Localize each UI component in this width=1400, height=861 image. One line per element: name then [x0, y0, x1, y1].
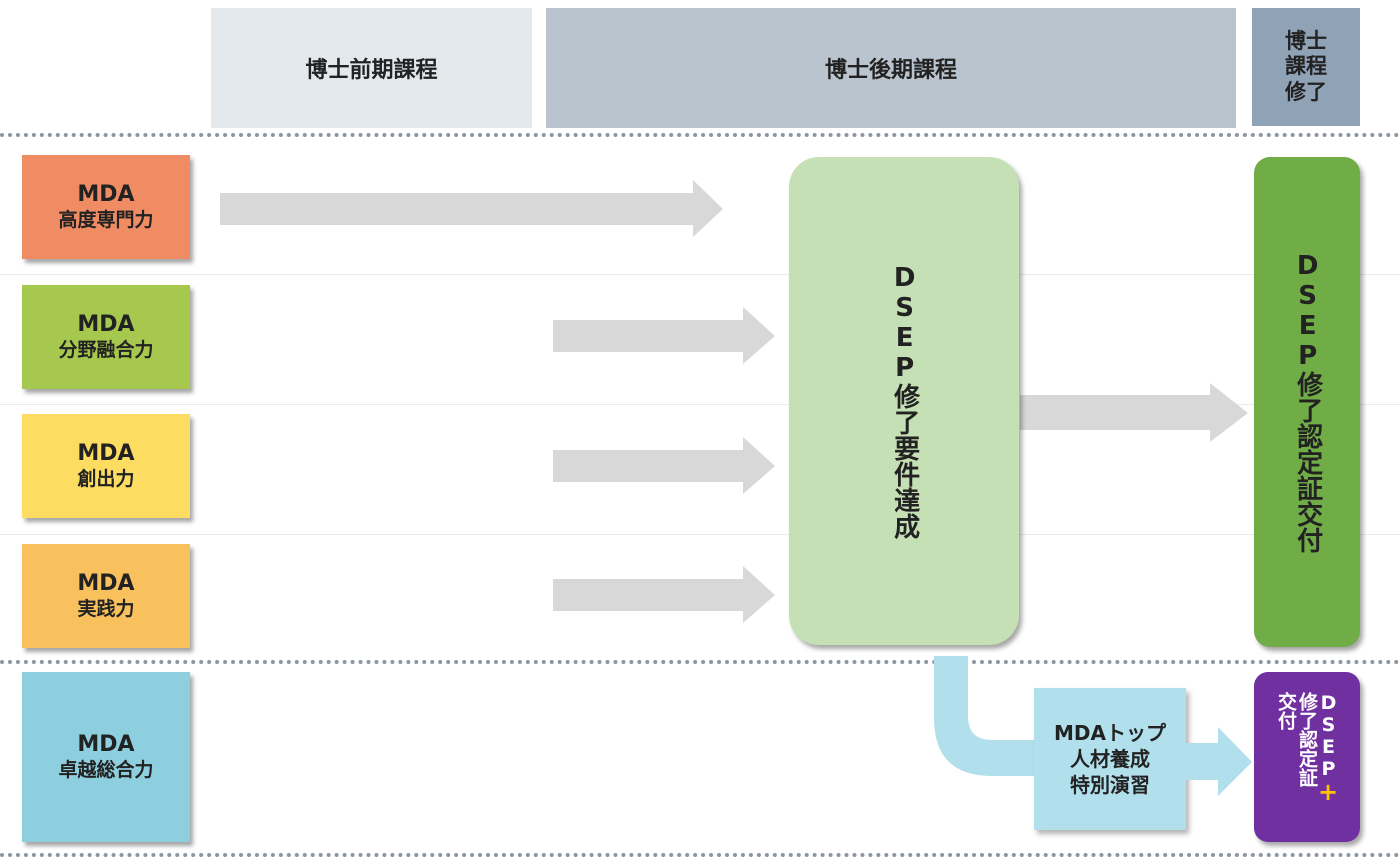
ability-label-mda: MDA	[77, 182, 135, 208]
arrow-top-program-to-plus-certificate	[1186, 727, 1252, 796]
requirement-achievement-text: DSEP修了要件達成	[889, 263, 920, 539]
ability-label-name: 分野融合力	[58, 338, 154, 361]
ability-label-mda: MDA	[77, 312, 135, 338]
ability-label-mda: MDA	[77, 571, 135, 597]
header-doctor-course: 博士後期課程	[546, 8, 1236, 128]
separator-bottom	[0, 853, 1400, 857]
certificate-issue-text: DSEP修了認定証交付	[1292, 251, 1323, 553]
plus-sign: +	[1317, 778, 1339, 806]
header-course-completion: 博士 課程 修了	[1252, 8, 1360, 126]
dsep-plus-certificate-box: DSEP + 修了認定証 交付	[1254, 672, 1360, 842]
top-talent-program-box: MDAトップ 人材養成 特別演習	[1034, 688, 1186, 830]
ability-label-name: 卓越総合力	[58, 758, 154, 781]
requirement-achievement-box: DSEP修了要件達成	[789, 157, 1019, 645]
dsep-plus-column: DSEP +	[1317, 692, 1340, 806]
row-divider-2	[0, 404, 1400, 405]
top-program-line-1: MDAトップ	[1054, 721, 1166, 745]
arrow-interdisciplinary-to-requirement	[553, 307, 775, 364]
ability-box-practical: MDA 実践力	[22, 544, 190, 648]
arrow-requirement-to-top-program	[934, 656, 1038, 776]
ability-label-name: 実践力	[77, 597, 135, 620]
certificate-issue-box: DSEP修了認定証交付	[1254, 157, 1360, 647]
row-divider-3	[0, 534, 1400, 535]
separator-top	[0, 133, 1400, 137]
ability-box-advanced-expertise: MDA 高度専門力	[22, 155, 190, 259]
arrow-creativity-to-requirement	[553, 437, 775, 494]
header-completion-line-3: 修了	[1285, 79, 1327, 104]
dsep-plus-label: DSEP	[1317, 692, 1340, 780]
top-program-line-3: 特別演習	[1070, 773, 1150, 797]
ability-label-name: 高度専門力	[58, 208, 154, 231]
row-divider-1	[0, 274, 1400, 275]
arrow-practical-to-requirement	[553, 566, 775, 623]
arrow-expertise-to-requirement	[220, 180, 723, 237]
header-completion-line-2: 課程	[1285, 54, 1327, 79]
ability-box-comprehensive-excellence: MDA 卓越総合力	[22, 672, 190, 842]
dsep-plus-issue-text: 交付	[1274, 692, 1297, 730]
separator-middle	[0, 660, 1400, 664]
ability-label-name: 創出力	[77, 467, 135, 490]
ability-label-mda: MDA	[77, 732, 135, 758]
top-program-line-2: 人材養成	[1070, 747, 1150, 771]
ability-box-creativity: MDA 創出力	[22, 414, 190, 518]
header-master-course: 博士前期課程	[211, 8, 532, 128]
ability-box-interdisciplinary: MDA 分野融合力	[22, 285, 190, 389]
arrow-requirement-to-certificate	[1020, 383, 1248, 442]
ability-label-mda: MDA	[77, 441, 135, 467]
header-master-course-label: 博士前期課程	[305, 58, 438, 83]
header-completion-line-1: 博士	[1285, 29, 1327, 54]
dsep-plus-certificate-text: 修了認定証	[1295, 692, 1318, 787]
header-doctor-course-label: 博士後期課程	[824, 58, 957, 83]
